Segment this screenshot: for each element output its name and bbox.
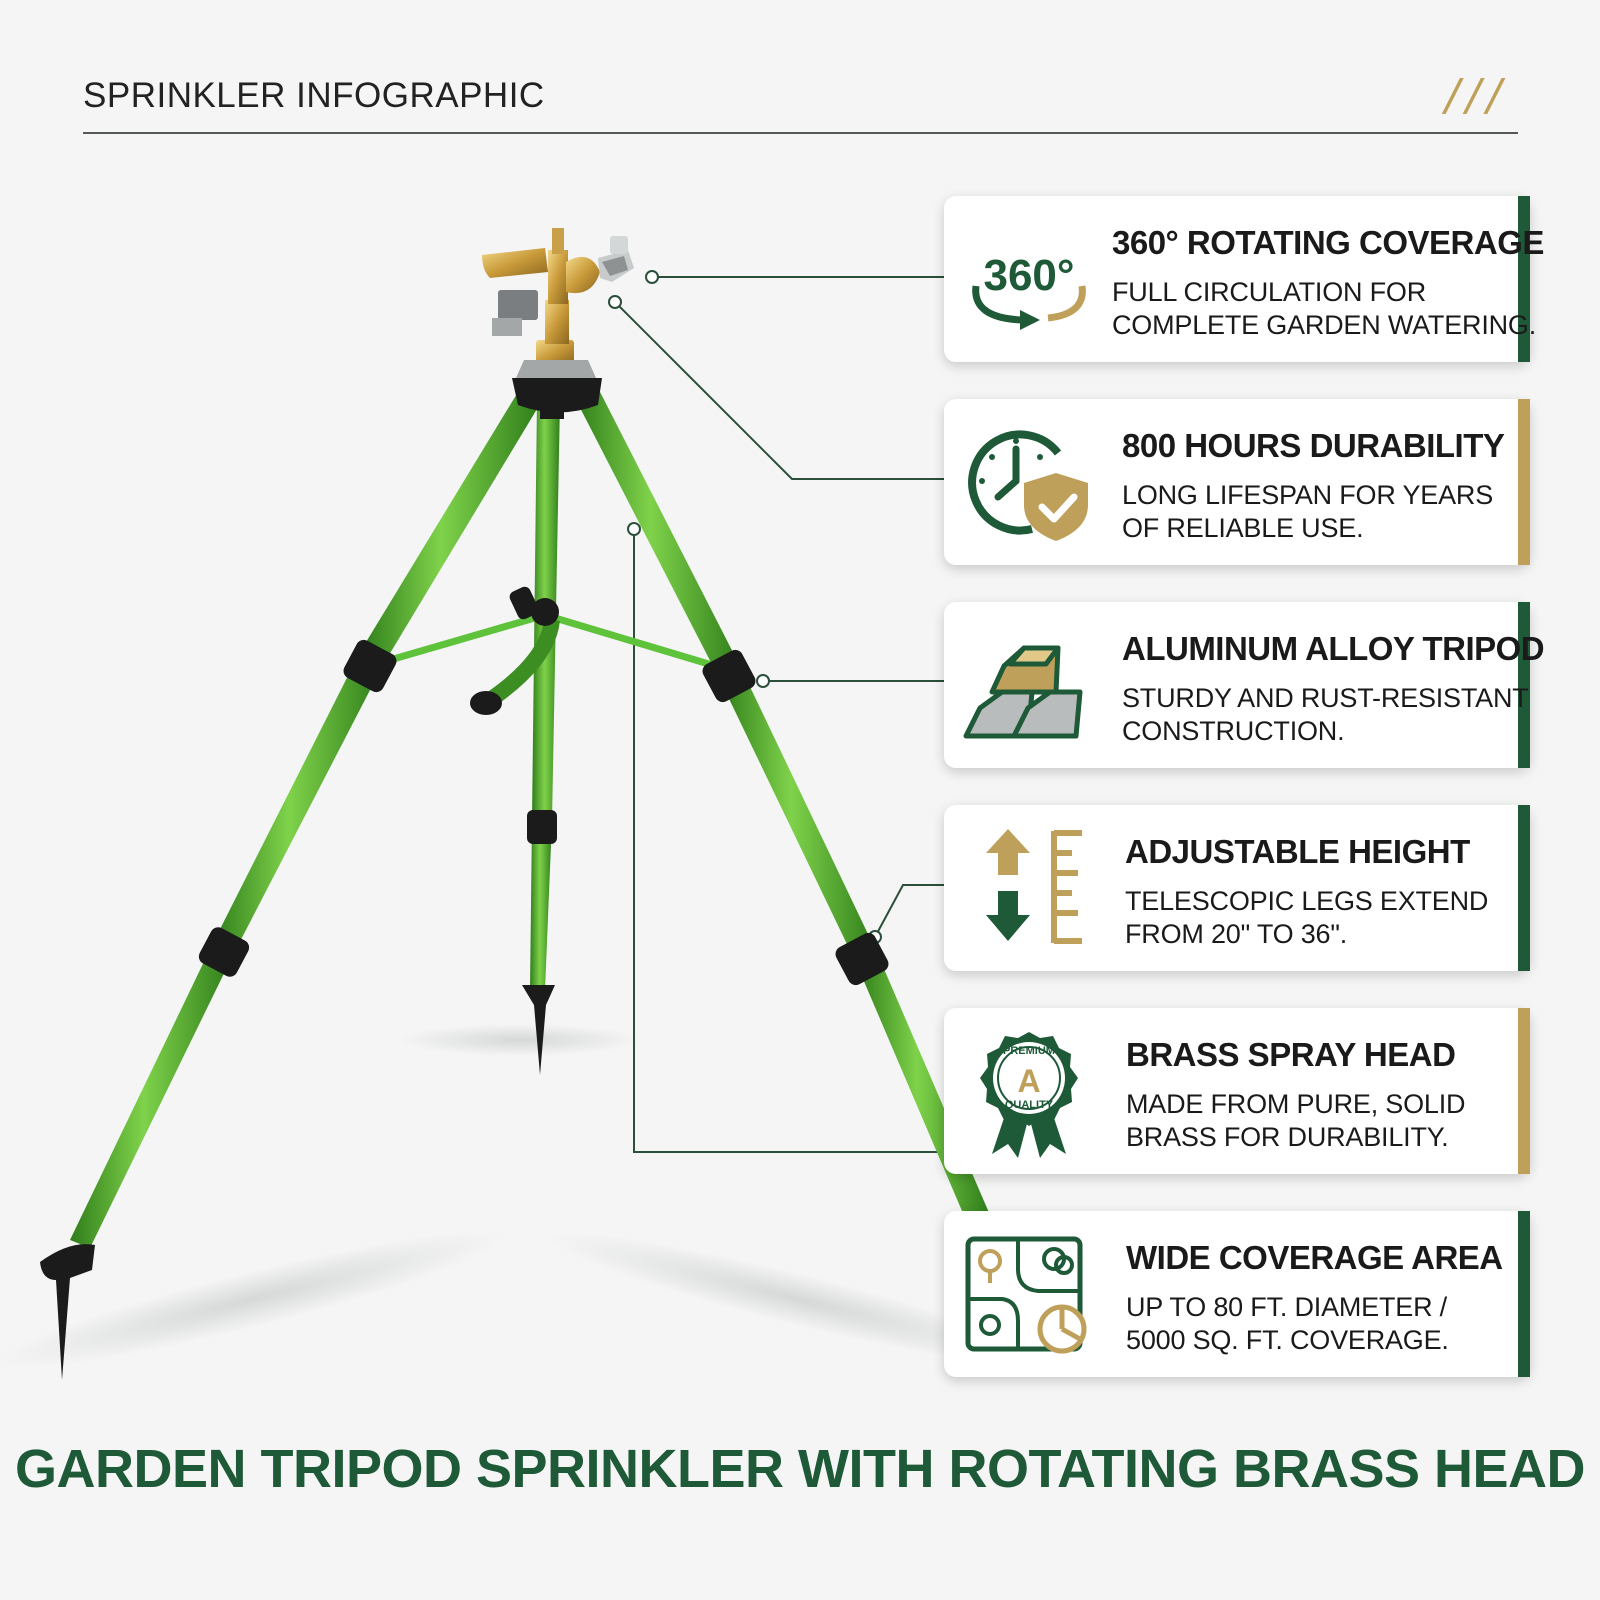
360-rotation-icon: 360°	[972, 251, 1086, 330]
card-accent-bar	[1518, 196, 1530, 362]
tripod-hub	[512, 378, 602, 419]
callout-dot	[645, 270, 659, 284]
callout-line-durability	[614, 301, 944, 480]
clock-shield-icon	[968, 430, 1088, 541]
feature-card-brass: PREMIUM A QUALITY BRASS SPRAY HEAD MADE …	[944, 1008, 1530, 1174]
brass-sprinkler-head	[482, 228, 634, 378]
badge-top-text: PREMIUM	[1003, 1045, 1055, 1057]
tripod-back-leg	[522, 400, 560, 1075]
feature-description: FULL CIRCULATION FOR COMPLETE GARDEN WAT…	[1112, 276, 1537, 342]
feature-description: TELESCOPIC LEGS EXTEND FROM 20" TO 36".	[1125, 885, 1506, 951]
callout-dot	[627, 522, 641, 536]
feature-card-rotation: 360° 360° ROTATING COVERAGE FULL CIRCULA…	[944, 196, 1544, 362]
premium-quality-badge-icon: PREMIUM A QUALITY	[980, 1032, 1078, 1158]
feature-description-line: CONSTRUCTION.	[1122, 716, 1345, 746]
feature-description-line: MADE FROM PURE, SOLID	[1126, 1089, 1466, 1119]
callout-dots	[608, 270, 882, 944]
feature-description-line: 5000 SQ. FT. COVERAGE.	[1126, 1325, 1449, 1355]
feature-title: BRASS SPRAY HEAD	[1126, 1036, 1456, 1073]
feature-description: UP TO 80 FT. DIAMETER / 5000 SQ. FT. COV…	[1126, 1291, 1506, 1357]
callout-dot	[756, 674, 770, 688]
feature-description-line: COMPLETE GARDEN WATERING.	[1112, 310, 1537, 340]
feature-title: WIDE COVERAGE AREA	[1126, 1239, 1503, 1276]
header-title: SPRINKLER INFOGRAPHIC	[83, 76, 545, 115]
feature-description: LONG LIFESPAN FOR YEARS OF RELIABLE USE.	[1122, 479, 1506, 545]
feature-description: STURDY AND RUST-RESISTANT CONSTRUCTION.	[1122, 682, 1529, 748]
card-accent-bar	[1518, 399, 1530, 565]
height-ruler-icon	[986, 829, 1082, 944]
feature-description-line: UP TO 80 FT. DIAMETER /	[1126, 1292, 1447, 1322]
callout-line-height	[874, 884, 944, 938]
feature-description: MADE FROM PURE, SOLID BRASS FOR DURABILI…	[1126, 1088, 1506, 1154]
feature-card-height: ADJUSTABLE HEIGHT TELESCOPIC LEGS EXTEND…	[944, 805, 1530, 971]
feature-description-line: LONG LIFESPAN FOR YEARS	[1122, 480, 1494, 510]
card-accent-bar	[1518, 1211, 1530, 1377]
feature-card-coverage: WIDE COVERAGE AREA UP TO 80 FT. DIAMETER…	[944, 1211, 1530, 1377]
feature-description-line: FULL CIRCULATION FOR	[1112, 277, 1427, 307]
card-accent-bar	[1518, 805, 1530, 971]
card-accent-bar	[1518, 602, 1530, 768]
feature-card-tripod: ALUMINUM ALLOY TRIPOD STURDY AND RUST-RE…	[944, 602, 1545, 768]
feature-description-line: BRASS FOR DURABILITY.	[1126, 1122, 1449, 1152]
callout-dot	[608, 295, 622, 309]
tripod-left-leg	[40, 392, 540, 1380]
garden-map-icon	[965, 1236, 1087, 1354]
metal-ingots-icon	[963, 645, 1083, 739]
feature-title: ADJUSTABLE HEIGHT	[1125, 833, 1470, 870]
card-accent-bar	[1518, 1008, 1530, 1174]
feature-description-line: STURDY AND RUST-RESISTANT	[1122, 683, 1529, 713]
callout-line-brass	[633, 529, 944, 1153]
feature-title: 360° ROTATING COVERAGE	[1112, 224, 1544, 261]
floor-shadow	[0, 1024, 1053, 1369]
feature-title: ALUMINUM ALLOY TRIPOD	[1122, 630, 1545, 667]
header-decoration: ///	[1445, 70, 1508, 121]
product-title: GARDEN TRIPOD SPRINKLER WITH ROTATING BR…	[14, 1439, 1586, 1499]
header-divider	[83, 132, 1518, 134]
badge-letter: A	[1017, 1063, 1040, 1099]
badge-bottom-text: QUALITY	[1005, 1099, 1054, 1111]
icon-360-text: 360°	[983, 251, 1074, 300]
feature-card-durability: 800 HOURS DURABILITY LONG LIFESPAN FOR Y…	[944, 399, 1530, 565]
feature-description-line: OF RELIABLE USE.	[1122, 513, 1364, 543]
feature-description-line: FROM 20" TO 36".	[1125, 919, 1348, 949]
callout-lines	[614, 276, 944, 1153]
feature-description-line: TELESCOPIC LEGS EXTEND	[1125, 886, 1489, 916]
tripod-braces	[389, 586, 714, 715]
feature-title: 800 HOURS DURABILITY	[1122, 427, 1505, 464]
tripod-right-leg	[575, 388, 990, 1225]
